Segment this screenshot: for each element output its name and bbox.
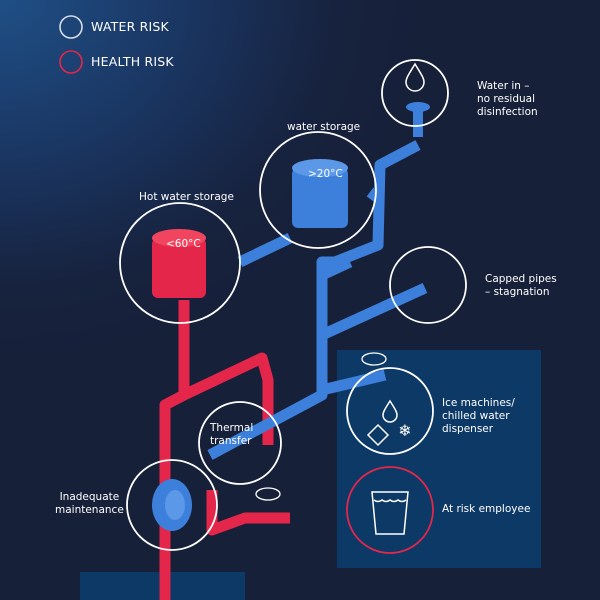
thermal-transfer-label: Thermal transfer — [210, 422, 254, 447]
ice-machine-label: Ice machines/ chilled water dispenser — [442, 397, 515, 435]
hot-temp-label: <60°C — [166, 238, 201, 250]
inlet-tap — [406, 102, 430, 137]
water-in-label: Water in – no residual disinfection — [477, 80, 538, 118]
water-in-circle — [381, 59, 449, 127]
water-storage-tank — [292, 159, 348, 228]
hot-water-tank — [152, 229, 206, 298]
snowflake-icon: ❄ — [398, 421, 411, 440]
pump — [152, 479, 192, 531]
glass-icon — [371, 491, 409, 535]
legend-water-risk: WATER RISK — [91, 19, 169, 34]
employee-label: At risk employee — [442, 503, 531, 515]
water-temp-label: >20°C — [308, 168, 343, 180]
capped-pipes-circle — [389, 246, 467, 324]
hot-storage-label: Hot water storage — [139, 191, 234, 203]
employee-circle — [346, 466, 434, 554]
maintenance-circle — [126, 459, 218, 551]
cold-water-pipes — [207, 140, 428, 460]
ice-cube-icon — [366, 423, 390, 447]
thermal-transfer-circle — [198, 401, 282, 485]
health-risk-legend-icon — [59, 50, 83, 74]
water-drop-icon — [405, 62, 425, 92]
maintenance-label: Inadequate maintenance — [55, 491, 124, 516]
legend-health-risk: HEALTH RISK — [91, 54, 174, 69]
water-storage-label: water storage — [287, 121, 361, 133]
capped-pipes-label: Capped pipes – stagnation — [485, 273, 557, 298]
hot-storage-circle — [119, 202, 241, 324]
hot-water-pipes — [159, 300, 290, 600]
water-storage-circle — [259, 131, 377, 249]
ice-machine-circle — [346, 367, 434, 455]
water-drop-icon — [382, 399, 398, 423]
outlet-panel — [337, 350, 541, 568]
valve-handles — [255, 352, 387, 501]
water-risk-legend-icon — [59, 15, 83, 39]
